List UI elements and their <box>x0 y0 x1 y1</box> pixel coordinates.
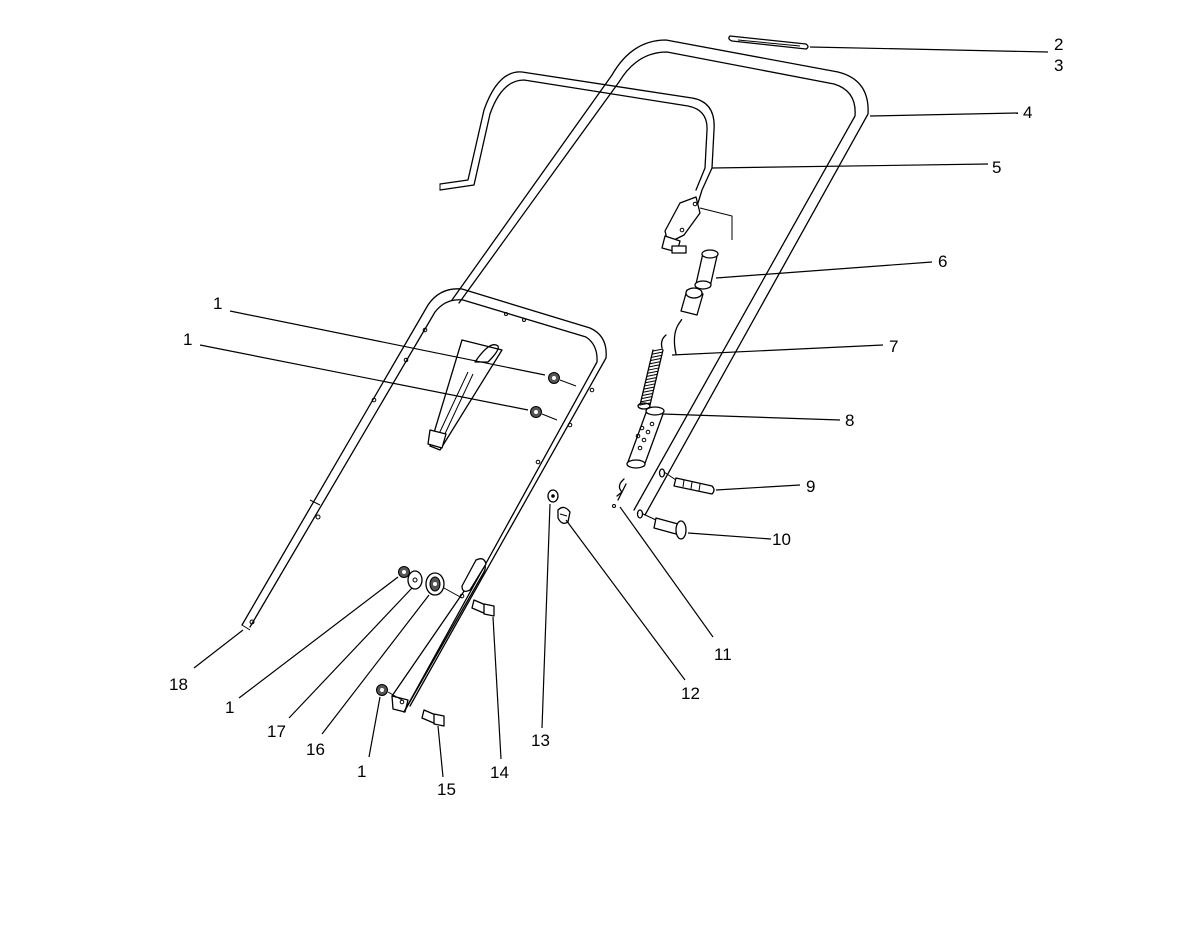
hairpin-clip <box>612 478 627 508</box>
leader-lines <box>193 46 1049 778</box>
spring-coil <box>649 364 660 368</box>
callout-3: 3 <box>1054 56 1063 75</box>
rivet <box>658 468 715 495</box>
callout-8: 8 <box>845 411 854 430</box>
spring-coil <box>648 367 659 371</box>
lower-handle <box>241 288 607 713</box>
spring-coil <box>641 396 652 400</box>
spring-cap <box>680 287 704 316</box>
extension-spring <box>637 318 683 410</box>
spring-coil <box>649 361 661 365</box>
locknut-upper <box>548 372 577 387</box>
adjustment-bracket <box>626 406 665 469</box>
spring-coil <box>652 351 663 355</box>
callout-15: 15 <box>437 780 456 799</box>
spring-coil <box>646 373 657 377</box>
callout-4: 4 <box>1023 103 1032 122</box>
spring-coil <box>643 386 654 390</box>
callout-2: 2 <box>1054 35 1063 54</box>
callout-1-lower-left: 1 <box>225 698 234 717</box>
spring-coil <box>642 389 654 393</box>
locknut-lower-left <box>398 566 410 578</box>
support-bar <box>391 558 487 713</box>
spacer-bushing <box>425 572 463 599</box>
callout-1-second: 1 <box>183 330 192 349</box>
flat-washer <box>407 570 423 590</box>
bolt-upper <box>471 599 495 617</box>
callout-1-top: 1 <box>213 294 222 313</box>
callout-10: 10 <box>772 530 791 549</box>
callout-11: 11 <box>714 645 732 664</box>
callout-17: 17 <box>267 722 286 741</box>
ball-stud <box>557 506 571 524</box>
spring-coil <box>651 354 662 358</box>
washer <box>547 489 559 503</box>
callout-18: 18 <box>169 675 188 694</box>
callout-7: 7 <box>889 337 898 356</box>
spring-coil <box>650 358 661 362</box>
locknut-bottom <box>376 684 403 701</box>
callout-5: 5 <box>992 158 1001 177</box>
locknut-middle <box>530 406 558 421</box>
callout-14: 14 <box>490 763 509 782</box>
bail-bracket <box>661 196 733 254</box>
spring-coil <box>646 377 657 381</box>
callout-13: 13 <box>531 731 550 750</box>
callout-16: 16 <box>306 740 325 759</box>
spring-coil <box>644 383 655 387</box>
clevis-pin <box>636 509 687 540</box>
callout-6: 6 <box>938 252 947 271</box>
handle-grip <box>728 35 809 50</box>
callout-1-bottom: 1 <box>357 762 366 781</box>
callout-labels: 2 3 4 5 6 7 8 9 10 11 12 13 14 15 16 17 … <box>169 35 1063 799</box>
spring-coil <box>647 370 658 374</box>
bolt-lower <box>421 709 445 727</box>
upper-handle <box>451 39 869 516</box>
control-bail <box>439 71 715 204</box>
cable-guide <box>427 339 503 451</box>
callout-9: 9 <box>806 477 815 496</box>
bushing <box>694 249 719 290</box>
spring-coil <box>652 348 664 352</box>
spring-coil <box>642 392 653 396</box>
callout-12: 12 <box>681 684 700 703</box>
spring-coil <box>640 399 651 403</box>
spring-coil <box>645 380 656 384</box>
